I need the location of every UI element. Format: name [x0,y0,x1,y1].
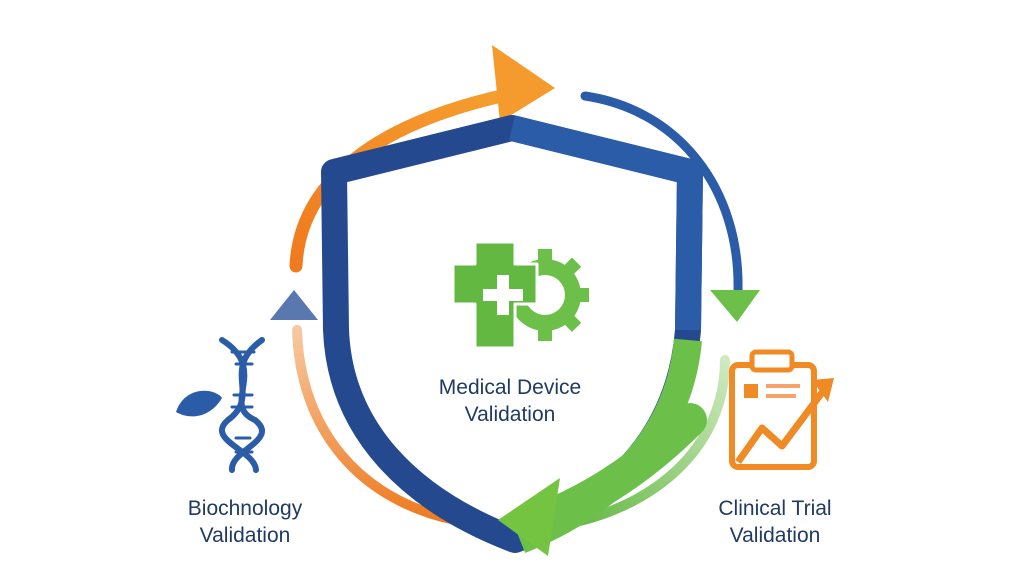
right-label-line1: Clinical Trial [718,497,832,520]
blue-arrow-right [580,91,760,322]
orange-arrow-left [270,290,460,525]
right-label-line2: Validation [729,524,821,547]
left-label-line1: Biochnology [187,497,303,520]
dna-leaf-icon [176,337,265,473]
right-label: Clinical Trial Validation [680,495,870,549]
center-label-line2: Validation [464,403,556,426]
clipboard-chart-icon [729,349,834,470]
center-label-line1: Medical Device [438,376,582,399]
left-label-line2: Validation [199,524,291,547]
center-label: Medical Device Validation [410,374,610,428]
left-label: Biochnology Validation [150,495,340,549]
medical-cross-gear-icon [451,240,589,350]
